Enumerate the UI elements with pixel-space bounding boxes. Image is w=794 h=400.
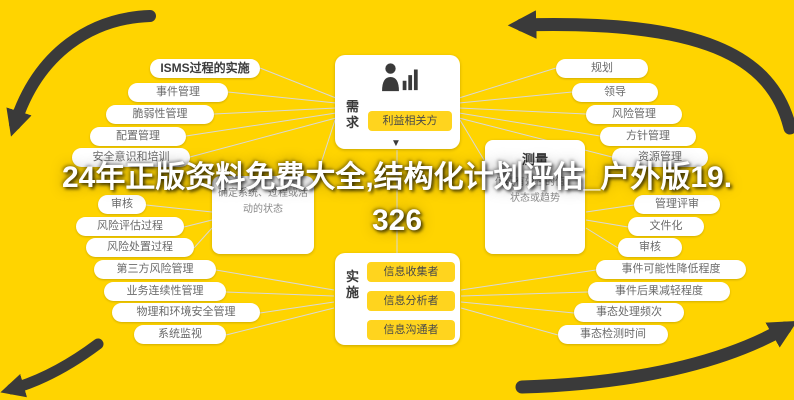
connector-lines bbox=[145, 67, 635, 336]
cycle-arrow-top-right bbox=[507, 10, 794, 135]
pill-event-detection-time: 事态检测时间 bbox=[558, 325, 668, 344]
pill-audit-left: 审核 bbox=[98, 195, 146, 214]
watermark-line1: 24年正版资料免费大全,结构化计划评估_户外版19. bbox=[61, 161, 733, 194]
pill-configuration-management: 配置管理 bbox=[90, 127, 186, 146]
pill-event-handling-frequency: 事态处理频次 bbox=[574, 303, 684, 322]
left-header-isms-process: ISMS过程的实施 bbox=[150, 59, 260, 78]
pill-planning: 规划 bbox=[556, 59, 648, 78]
pill-physical-env-security: 物理和环境安全管理 bbox=[112, 303, 260, 322]
pill-risk-assessment: 风险评估过程 bbox=[76, 217, 184, 236]
cycle-arrow-bottom-left bbox=[0, 338, 104, 398]
measure-label: 测量 bbox=[521, 152, 548, 167]
cycle-arrow-bottom-right bbox=[515, 320, 794, 394]
measure-note: 值或有效性的值、状态或趋势 bbox=[495, 176, 575, 204]
pill-risk-management: 风险管理 bbox=[586, 105, 682, 124]
person-chart-icon bbox=[377, 62, 419, 97]
info-communicator-box: 信息沟通者 bbox=[367, 320, 455, 340]
determine-state-note: 确定系统、过程或活动的状态 bbox=[212, 176, 314, 254]
pill-incident-management: 事件管理 bbox=[128, 83, 228, 102]
needs-label: 需求 bbox=[345, 99, 359, 130]
pill-incident-likelihood-reduction: 事件可能性降低程度 bbox=[596, 260, 746, 279]
pill-documentation: 文件化 bbox=[628, 217, 704, 236]
pill-system-monitoring: 系统监视 bbox=[134, 325, 226, 344]
cycle-arrow-top-left bbox=[6, 10, 156, 137]
pill-policy-management: 方针管理 bbox=[600, 127, 696, 146]
measure-card: 测量 值或有效性的值、状态或趋势 bbox=[485, 140, 585, 254]
pill-awareness-training: 安全意识和培训 bbox=[72, 148, 190, 167]
pill-third-party-risk: 第三方风险管理 bbox=[94, 260, 216, 279]
pill-business-continuity: 业务连续性管理 bbox=[104, 282, 226, 301]
pill-incident-impact-mitigation: 事件后果减轻程度 bbox=[588, 282, 730, 301]
implement-label: 实施 bbox=[345, 269, 359, 300]
implementation-card: 实施 信息收集者 信息分析者 信息沟通者 bbox=[335, 253, 460, 345]
pill-risk-treatment: 风险处置过程 bbox=[86, 238, 194, 257]
pill-leadership: 领导 bbox=[572, 83, 658, 102]
watermark-line2: 326 bbox=[371, 204, 423, 237]
down-arrow-icon: ▼ bbox=[391, 138, 401, 149]
pill-audit-right: 审核 bbox=[618, 238, 682, 257]
stakeholders-box: 利益相关方 bbox=[368, 111, 452, 131]
pill-resource-management: 资源管理 bbox=[612, 148, 708, 167]
info-analyst-box: 信息分析者 bbox=[367, 291, 455, 311]
stakeholder-needs-card: 需求 利益相关方 bbox=[335, 55, 460, 149]
pill-management-review: 管理评审 bbox=[634, 195, 720, 214]
watermark-text: 24年正版资料免费大全,结构化计划评估_户外版19. 326 bbox=[0, 156, 794, 242]
info-collector-box: 信息收集者 bbox=[367, 262, 455, 282]
pill-vulnerability-management: 脆弱性管理 bbox=[106, 105, 214, 124]
